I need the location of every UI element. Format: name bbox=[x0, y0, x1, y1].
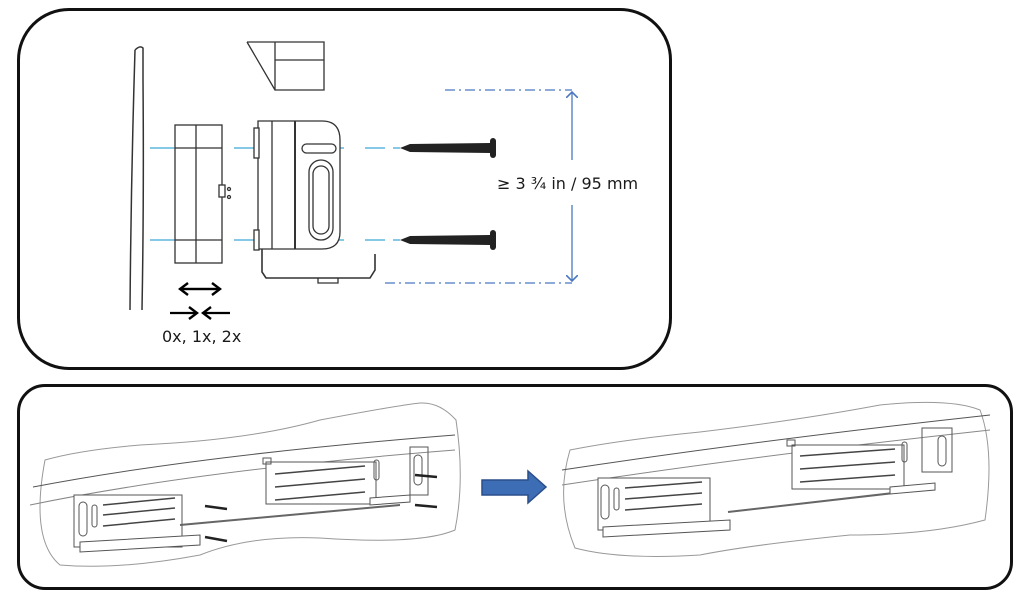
end-cap bbox=[246, 41, 325, 91]
offset-arrows bbox=[170, 282, 230, 320]
screws-before bbox=[204, 473, 438, 543]
screw-lower bbox=[400, 230, 496, 250]
spacer-offset-label: 0x, 1x, 2x bbox=[162, 327, 242, 346]
top-panel-frame bbox=[17, 8, 672, 370]
bracket bbox=[253, 120, 376, 284]
spacing-dimension-label: ≥ 3 ¾ in / 95 mm bbox=[497, 174, 639, 193]
soundbar-after-mounting bbox=[561, 401, 991, 557]
dimension-marker bbox=[385, 89, 572, 284]
spacer-block bbox=[174, 124, 232, 264]
wall bbox=[129, 46, 145, 311]
right-arrow-icon bbox=[481, 469, 548, 505]
screw-upper bbox=[400, 138, 496, 158]
soundbar-before-mounting bbox=[29, 402, 461, 567]
